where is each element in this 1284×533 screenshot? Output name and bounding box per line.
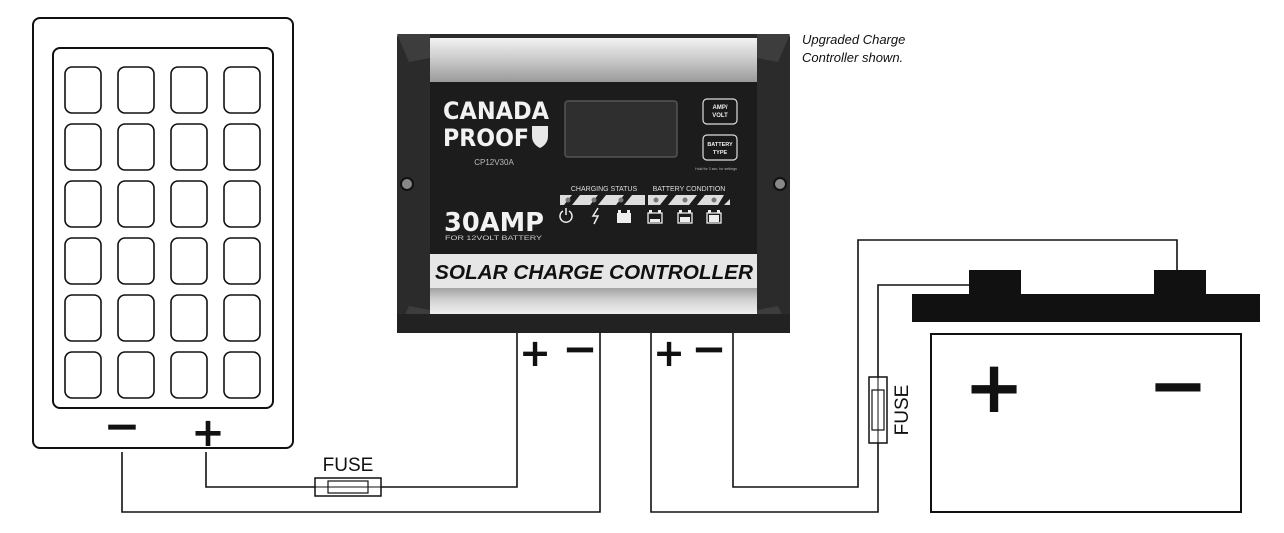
controller-terminals: + − + − bbox=[519, 324, 727, 375]
battery-output-negative-label: − bbox=[691, 324, 726, 373]
solar-cell bbox=[117, 123, 155, 171]
solar-cell bbox=[170, 66, 208, 114]
wire-fuse-to-battery-positive bbox=[877, 284, 975, 377]
caption-line-1: Upgraded Charge bbox=[802, 32, 906, 47]
wire-controller-battery-negative bbox=[732, 239, 1178, 488]
mount-hole-left bbox=[400, 177, 414, 191]
wire-controller-battery-positive bbox=[650, 333, 879, 513]
lightning-icon bbox=[591, 207, 600, 225]
led-power bbox=[565, 197, 571, 203]
hold-hint: Hold for 3 sec. for settings bbox=[695, 167, 737, 171]
battery-type-button[interactable]: BATTERY TYPE bbox=[702, 134, 738, 161]
solar-panel-positive-terminal: + bbox=[191, 410, 225, 456]
mount-hole-right bbox=[773, 177, 787, 191]
battery-icon-mid bbox=[677, 210, 693, 224]
battery-icon-low bbox=[647, 210, 663, 224]
solar-cell bbox=[170, 351, 208, 399]
controller-title-strip bbox=[430, 254, 757, 288]
controller-title: SOLAR CHARGE CONTROLLER bbox=[435, 262, 754, 284]
maple-leaf-shield-icon bbox=[532, 126, 548, 148]
charge-controller: SOLAR CHARGE CONTROLLER CANADA PROOF CP1… bbox=[397, 34, 790, 333]
led-charging bbox=[591, 197, 597, 203]
solar-cell bbox=[64, 180, 102, 228]
wire-fuse-to-controller-positive bbox=[381, 333, 518, 488]
battery-positive-label: + bbox=[964, 345, 1024, 429]
controller-bottom-rail bbox=[430, 286, 757, 314]
lcd-display bbox=[564, 100, 678, 158]
solar-cell bbox=[223, 294, 261, 342]
solar-cell bbox=[64, 123, 102, 171]
solar-cell bbox=[64, 294, 102, 342]
battery-negative-post bbox=[1154, 270, 1206, 296]
amp-volt-button-label-1: AMP/ bbox=[713, 105, 728, 111]
solar-cell bbox=[117, 237, 155, 285]
solar-panel-negative-terminal: − bbox=[104, 401, 141, 452]
fuse-left: FUSE bbox=[314, 455, 382, 497]
solar-cell bbox=[117, 294, 155, 342]
brand-line-1: CANADA bbox=[443, 97, 549, 125]
solar-panel-inner bbox=[52, 47, 274, 409]
solar-cell bbox=[64, 66, 102, 114]
battery-type-button-label-1: BATTERY bbox=[707, 142, 733, 148]
fuse-right-label: FUSE bbox=[892, 385, 913, 436]
solar-cell bbox=[170, 294, 208, 342]
caption: Upgraded Charge Controller shown. bbox=[802, 31, 1002, 67]
model-number: CP12V30A bbox=[474, 158, 514, 167]
solar-input-positive-label: + bbox=[519, 331, 551, 375]
solar-cell bbox=[223, 123, 261, 171]
battery-positive-post bbox=[969, 270, 1021, 296]
battery-condition-bar bbox=[648, 195, 730, 205]
solar-input-negative-label: − bbox=[562, 324, 597, 373]
solar-cell bbox=[223, 351, 261, 399]
battery-icon-charging bbox=[617, 210, 631, 223]
amp-rating: 30AMP bbox=[444, 208, 544, 238]
battery-body bbox=[930, 333, 1242, 513]
solar-cell bbox=[223, 180, 261, 228]
solar-cell bbox=[117, 66, 155, 114]
led-charged bbox=[618, 197, 624, 203]
amp-volt-button-label-2: VOLT bbox=[712, 113, 728, 119]
charging-status-bar bbox=[560, 195, 645, 205]
brand-line-2: PROOF bbox=[443, 124, 529, 152]
solar-cell bbox=[117, 351, 155, 399]
led-battery-mid bbox=[682, 197, 688, 203]
charging-status-label: CHARGING STATUS bbox=[571, 186, 638, 193]
solar-panel: − + bbox=[32, 17, 294, 456]
amp-volt-button[interactable]: AMP/ VOLT bbox=[702, 98, 738, 125]
solar-cell bbox=[170, 180, 208, 228]
amp-subtitle: FOR 12VOLT BATTERY bbox=[445, 235, 543, 242]
solar-cell bbox=[64, 351, 102, 399]
led-battery-low bbox=[653, 197, 659, 203]
fuse-left-label: FUSE bbox=[323, 455, 374, 476]
battery-condition-label: BATTERY CONDITION bbox=[653, 186, 726, 193]
solar-cell bbox=[117, 180, 155, 228]
wire-panel-positive-to-fuse bbox=[205, 452, 315, 488]
solar-cell bbox=[223, 66, 261, 114]
controller-top-rail bbox=[430, 38, 757, 82]
power-icon bbox=[559, 208, 573, 223]
solar-cell bbox=[170, 123, 208, 171]
solar-cell bbox=[170, 237, 208, 285]
battery-negative-label: − bbox=[1148, 343, 1208, 427]
wire-panel-negative-to-controller-negative bbox=[121, 333, 601, 513]
caption-line-2: Controller shown. bbox=[802, 50, 904, 65]
solar-cells bbox=[64, 66, 261, 399]
battery-output-positive-label: + bbox=[653, 331, 685, 375]
battery: + − bbox=[912, 270, 1260, 513]
solar-cell bbox=[64, 237, 102, 285]
battery-lid bbox=[912, 294, 1260, 322]
fuse-right: FUSE bbox=[868, 376, 913, 444]
solar-cell bbox=[223, 237, 261, 285]
battery-type-button-label-2: TYPE bbox=[713, 150, 728, 156]
battery-icon-full bbox=[706, 210, 722, 224]
wires bbox=[121, 239, 1178, 513]
led-battery-full bbox=[711, 197, 717, 203]
